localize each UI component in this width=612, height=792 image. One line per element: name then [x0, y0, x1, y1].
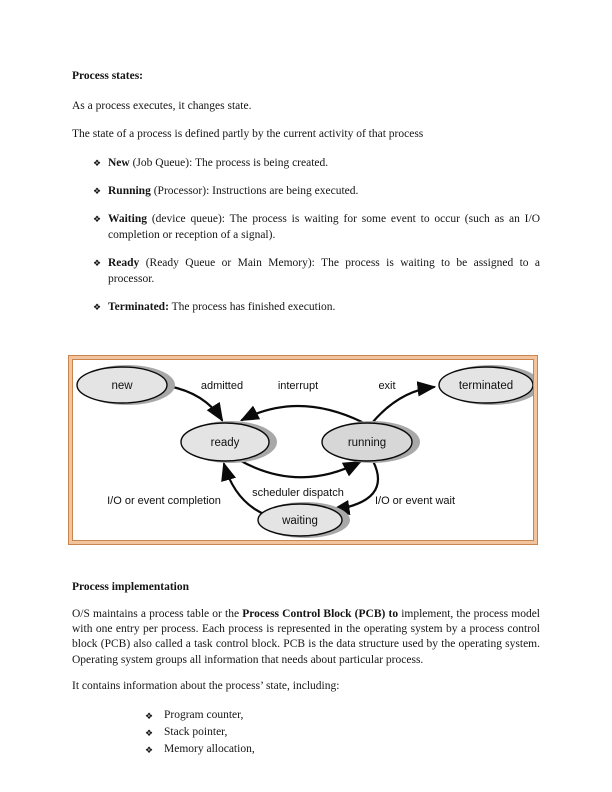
label-io-wait: I/O or event wait	[375, 495, 455, 507]
list-item: ❖ Ready (Ready Queue or Main Memory): The…	[72, 255, 540, 287]
label-interrupt: interrupt	[278, 380, 318, 392]
state-description: The process has finished execution.	[171, 301, 336, 313]
state-running-label: running	[348, 437, 386, 449]
arrow-interrupt	[240, 404, 364, 424]
pcb-paragraph-pre: O/S maintains a process table or the	[72, 608, 243, 620]
state-diagram-svg: new terminated ready	[76, 365, 533, 538]
state-diagram: new terminated ready	[72, 359, 534, 541]
pcb-paragraph: O/S maintains a process table or the Pro…	[72, 607, 540, 668]
diamond-bullet-icon: ❖	[93, 259, 102, 269]
label-admitted: admitted	[201, 380, 243, 392]
state-waiting-label: waiting	[281, 515, 318, 527]
process-states-list: ❖ New (Job Queue): The process is being c…	[72, 155, 540, 315]
pcb-paragraph-bold: Process Control Block (PCB) to	[242, 608, 399, 620]
state-term: New	[108, 157, 130, 169]
state-term: Waiting	[108, 213, 147, 225]
intro-paragraph-1: As a process executes, it changes state.	[72, 100, 252, 112]
contains-paragraph: It contains information about the proces…	[72, 679, 340, 692]
list-item: ❖ Waiting (device queue): The process is …	[72, 211, 540, 243]
state-new: new	[76, 365, 175, 405]
state-terminated-label: terminated	[459, 380, 513, 392]
state-running: running	[321, 421, 420, 463]
state-term: Terminated:	[108, 301, 169, 313]
pcb-content-item: Program counter,	[164, 708, 244, 721]
state-waiting: waiting	[257, 502, 350, 538]
list-item: ❖ Memory allocation,	[145, 741, 540, 758]
state-description: (device queue): The process is waiting f…	[108, 213, 540, 241]
list-item: ❖ Running (Processor): Instructions are b…	[72, 183, 540, 199]
arrow-admitted	[166, 384, 224, 422]
intro-paragraph-2: The state of a process is defined partly…	[72, 128, 424, 140]
state-term: Running	[108, 185, 151, 197]
diamond-bullet-icon: ❖	[93, 187, 102, 197]
section-impl-heading: Process implementation	[72, 581, 190, 593]
state-term: Ready	[108, 257, 140, 269]
label-scheduler-dispatch: scheduler dispatch	[252, 487, 344, 499]
diamond-bullet-icon: ❖	[93, 303, 102, 313]
label-io-completion: I/O or event completion	[107, 495, 221, 507]
state-description: (Job Queue): The process is being create…	[132, 157, 329, 169]
state-new-label: new	[111, 380, 133, 392]
state-ready: ready	[180, 421, 277, 463]
list-item: ❖ Program counter,	[145, 707, 540, 724]
section-states-heading: Process states:	[72, 70, 143, 82]
diamond-bullet-icon: ❖	[93, 159, 102, 169]
diamond-bullet-icon: ❖	[145, 745, 154, 756]
state-diagram-frame: new terminated ready	[68, 355, 538, 545]
pcb-paragraph-post: implement, the process model with one en…	[72, 608, 540, 666]
pcb-content-item: Memory allocation,	[164, 742, 255, 755]
pcb-contents-list: ❖ Program counter, ❖ Stack pointer, ❖ Memor…	[145, 707, 540, 758]
state-description: (Processor): Instructions are being exec…	[153, 185, 359, 197]
state-description: (Ready Queue or Main Memory): The proces…	[108, 257, 541, 285]
pcb-content-item: Stack pointer,	[164, 725, 228, 738]
arrow-exit	[370, 381, 437, 425]
list-item: ❖ Terminated: The process has finished ex…	[72, 299, 540, 315]
diamond-bullet-icon: ❖	[93, 215, 102, 225]
diamond-bullet-icon: ❖	[145, 728, 154, 739]
list-item: ❖ Stack pointer,	[145, 724, 540, 741]
arrow-io-completion	[221, 461, 268, 517]
state-terminated: terminated	[438, 365, 533, 405]
diamond-bullet-icon: ❖	[145, 711, 154, 722]
arrow-scheduler-dispatch	[239, 459, 362, 479]
list-item: ❖ New (Job Queue): The process is being c…	[72, 155, 540, 171]
state-ready-label: ready	[211, 437, 240, 449]
label-exit: exit	[378, 380, 395, 392]
arrow-io-wait	[330, 459, 379, 516]
